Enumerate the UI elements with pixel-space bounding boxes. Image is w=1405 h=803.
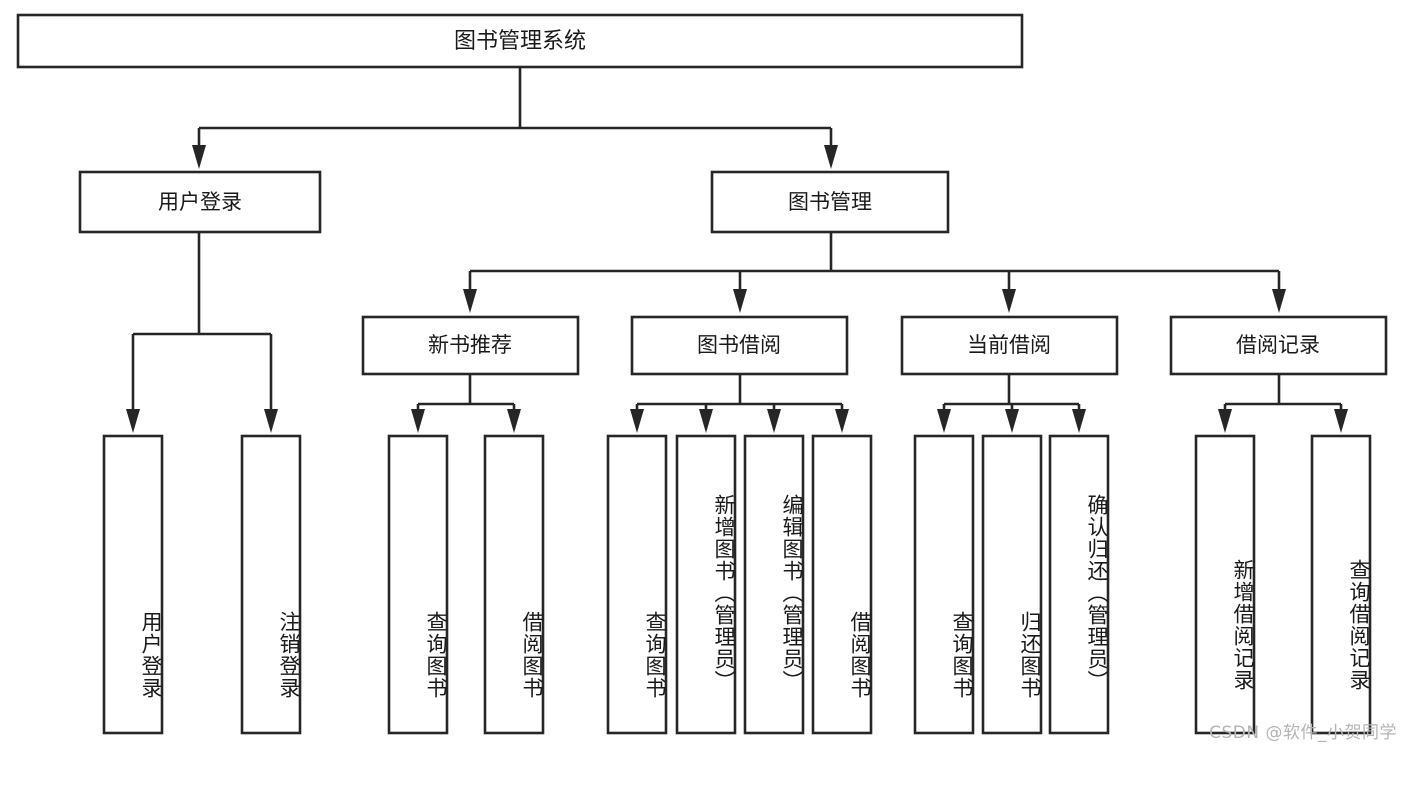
node-box-root[interactable]: [16, 13, 1024, 69]
arrow-currentborrow-leaf2: [1005, 409, 1019, 433]
node-label-user-login: 用户登录: [158, 190, 242, 214]
arrow-newbook-leaf1: [411, 409, 425, 433]
arrow-to-currentborrow: [1002, 289, 1016, 313]
leaf-box-current-borrow-1[interactable]: [913, 434, 975, 735]
node-box-borrow-record[interactable]: [1169, 315, 1388, 376]
arrow-to-user-login: [192, 145, 206, 169]
leaf-box-book-borrow-3[interactable]: [743, 434, 805, 735]
leaf-box-current-borrow-3[interactable]: [1048, 434, 1110, 735]
arrow-userlogin-leaf2: [264, 409, 278, 433]
node-box-new-book-recommend[interactable]: [361, 315, 580, 376]
arrow-borrowrecord-leaf1: [1218, 409, 1232, 433]
connectors-bookborrow-to-leaves: [630, 374, 849, 433]
node-label-borrow-record: 借阅记录: [1236, 333, 1320, 357]
connectors-bookmanage-to-level3: [463, 232, 1286, 313]
arrow-currentborrow-leaf1: [937, 409, 951, 433]
arrow-to-book-manage: [824, 145, 838, 169]
leaf-box-borrow-record-2[interactable]: [1310, 434, 1372, 735]
node-box-book-borrow[interactable]: [630, 315, 849, 376]
leaf-box-new-book-1[interactable]: [387, 434, 449, 735]
leaf-box-new-book-2[interactable]: [483, 434, 545, 735]
node-box-user-login[interactable]: [78, 170, 322, 234]
arrow-to-borrowrecord: [1272, 289, 1286, 313]
node-box-current-borrow[interactable]: [900, 315, 1119, 376]
node-box-book-manage[interactable]: [710, 170, 950, 234]
tree-diagram-svg: 图书管理系统 用户登录 图书管理 新书推荐 图书借阅 当前借阅 借阅记录: [16, 13, 1388, 735]
arrow-to-newbook: [463, 289, 477, 313]
arrow-userlogin-leaf1: [126, 409, 140, 433]
leaf-box-book-borrow-2[interactable]: [675, 434, 737, 735]
connectors-userlogin-to-leaves: [126, 232, 278, 433]
arrow-newbook-leaf2: [507, 409, 521, 433]
connectors-currentborrow-to-leaves: [937, 374, 1086, 433]
connectors-root-to-level2: [192, 67, 838, 169]
leaf-box-user-login-1[interactable]: [102, 434, 164, 735]
connectors-newbook-to-leaves: [411, 374, 521, 433]
leaf-box-current-borrow-2[interactable]: [981, 434, 1043, 735]
leaf-box-borrow-record-1[interactable]: [1194, 434, 1256, 735]
arrow-currentborrow-leaf3: [1072, 409, 1086, 433]
node-label-book-borrow: 图书借阅: [697, 333, 781, 357]
leaf-box-book-borrow-1[interactable]: [606, 434, 668, 735]
arrow-bookborrow-leaf4: [835, 409, 849, 433]
arrow-bookborrow-leaf1: [630, 409, 644, 433]
connectors-borrowrecord-to-leaves: [1218, 374, 1348, 433]
node-label-root: 图书管理系统: [454, 29, 586, 54]
arrow-bookborrow-leaf3: [767, 409, 781, 433]
arrow-borrowrecord-leaf2: [1334, 409, 1348, 433]
arrow-to-bookborrow: [733, 289, 747, 313]
node-label-book-manage: 图书管理: [788, 190, 872, 214]
node-label-new-book-recommend: 新书推荐: [428, 333, 512, 357]
leaf-box-user-login-2[interactable]: [240, 434, 302, 735]
system-function-tree-diagram: 图书管理系统 用户登录 图书管理 新书推荐 图书借阅 当前借阅 借阅记录: [16, 13, 1397, 743]
csdn-watermark: CSDN @软件_小贺同学: [1209, 723, 1397, 743]
leaf-box-book-borrow-4[interactable]: [811, 434, 873, 735]
arrow-bookborrow-leaf2: [699, 409, 713, 433]
node-label-current-borrow: 当前借阅: [967, 333, 1051, 357]
